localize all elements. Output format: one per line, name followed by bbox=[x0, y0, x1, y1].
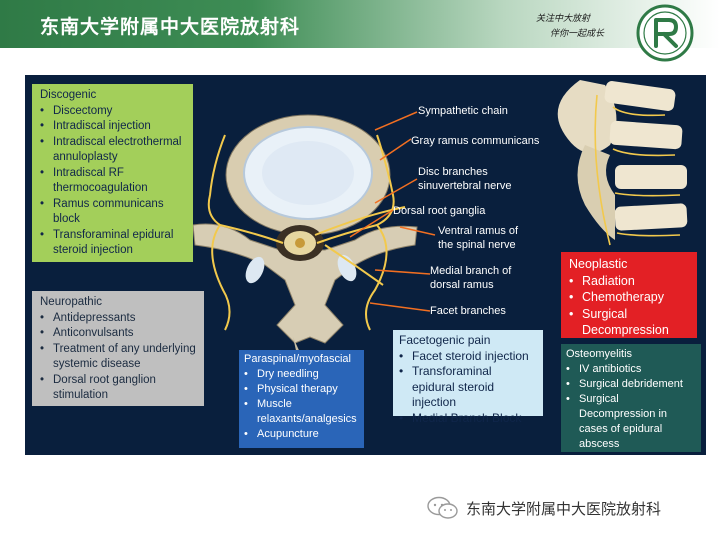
list-item: Facet steroid injection bbox=[399, 349, 537, 365]
label-disc-branches-line-1: Disc branches bbox=[418, 165, 512, 179]
neoplastic-list: Radiation Chemotherapy Surgical Decompre… bbox=[569, 273, 691, 339]
list-item: Medial Branch Block bbox=[399, 411, 537, 427]
list-item: IV antibiotics bbox=[566, 362, 696, 377]
paraspinal-box: Paraspinal/myofascial Dry needling Physi… bbox=[239, 350, 364, 448]
list-item: Surgical Decompression bbox=[569, 306, 691, 339]
list-item: Radiation bbox=[569, 273, 691, 290]
osteomyelitis-list: IV antibiotics Surgical debridement Surg… bbox=[566, 362, 696, 452]
list-item: Transforaminal epidural steroid injectio… bbox=[40, 228, 187, 259]
list-item: Transforaminal epidural steroid injectio… bbox=[399, 364, 537, 411]
facetogenic-list: Facet steroid injection Transforaminal e… bbox=[399, 349, 537, 427]
paraspinal-list: Dry needling Physical therapy Muscle rel… bbox=[244, 367, 360, 442]
list-item: Surgical debridement bbox=[566, 377, 696, 392]
label-sympathetic-chain: Sympathetic chain bbox=[418, 104, 508, 118]
header-title: 东南大学附属中大医院放射科 bbox=[40, 12, 300, 39]
discogenic-list: Discectomy Intradiscal injection Intradi… bbox=[40, 104, 187, 259]
paraspinal-title: Paraspinal/myofascial bbox=[244, 352, 360, 367]
list-item: Dorsal root ganglion stimulation bbox=[40, 373, 198, 404]
list-item: Acupuncture bbox=[244, 427, 360, 442]
label-disc-branches-line-2: sinuvertebral nerve bbox=[418, 179, 512, 193]
list-item: Intradiscal RF thermocoagulation bbox=[40, 166, 187, 197]
list-item: Antidepressants bbox=[40, 311, 198, 327]
label-facet-branches: Facet branches bbox=[430, 304, 506, 318]
label-ventral-ramus-line-2: the spinal nerve bbox=[438, 238, 518, 252]
wechat-icon bbox=[426, 496, 460, 520]
footer-text: 东南大学附属中大医院放射科 bbox=[466, 498, 661, 519]
neuropathic-title: Neuropathic bbox=[40, 295, 198, 311]
list-item: Dry needling bbox=[244, 367, 360, 382]
list-item: Chemotherapy bbox=[569, 289, 691, 306]
list-item: Intradiscal injection bbox=[40, 119, 187, 135]
list-item: Discectomy bbox=[40, 104, 187, 120]
diagram-panel: Sympathetic chain Gray ramus communicans… bbox=[25, 75, 706, 455]
neuropathic-box: Neuropathic Antidepressants Anticonvulsa… bbox=[32, 291, 204, 406]
hospital-logo bbox=[636, 4, 694, 62]
discogenic-box: Discogenic Discectomy Intradiscal inject… bbox=[32, 84, 193, 262]
slogan-line-2: 伴你一起成长 bbox=[536, 27, 604, 42]
slogan: 关注中大放射 伴你一起成长 bbox=[536, 12, 604, 42]
list-item: Muscle relaxants/analgesics bbox=[244, 397, 360, 427]
discogenic-title: Discogenic bbox=[40, 88, 187, 104]
osteomyelitis-box: Osteomyelitis IV antibiotics Surgical de… bbox=[561, 344, 701, 452]
neuropathic-list: Antidepressants Anticonvulsants Treatmen… bbox=[40, 311, 198, 404]
label-medial-branch: Medial branch of dorsal ramus bbox=[430, 264, 511, 292]
list-item: Ramus communicans block bbox=[40, 197, 187, 228]
label-ventral-ramus: Ventral ramus of the spinal nerve bbox=[438, 224, 518, 252]
label-medial-branch-line-1: Medial branch of bbox=[430, 264, 511, 278]
facetogenic-title: Facetogenic pain bbox=[399, 333, 537, 349]
list-item: Anticonvulsants bbox=[40, 326, 198, 342]
list-item: Intradiscal electrothermal annuloplasty bbox=[40, 135, 187, 166]
neoplastic-title: Neoplastic bbox=[569, 256, 691, 273]
label-ventral-ramus-line-1: Ventral ramus of bbox=[438, 224, 518, 238]
list-item: Physical therapy bbox=[244, 382, 360, 397]
header-bar: 东南大学附属中大医院放射科 bbox=[0, 0, 720, 48]
list-item: Treatment of any underlying systemic dis… bbox=[40, 342, 198, 373]
osteomyelitis-title: Osteomyelitis bbox=[566, 347, 696, 362]
label-disc-branches: Disc branches sinuvertebral nerve bbox=[418, 165, 512, 193]
label-medial-branch-line-2: dorsal ramus bbox=[430, 278, 511, 292]
label-dorsal-root-ganglia: Dorsal root ganglia bbox=[393, 204, 485, 218]
slogan-line-1: 关注中大放射 bbox=[536, 12, 604, 27]
neoplastic-box: Neoplastic Radiation Chemotherapy Surgic… bbox=[561, 252, 697, 338]
facetogenic-box: Facetogenic pain Facet steroid injection… bbox=[393, 330, 543, 416]
label-gray-ramus: Gray ramus communicans bbox=[411, 134, 539, 148]
list-item: Surgical Decompression in cases of epidu… bbox=[566, 392, 696, 452]
